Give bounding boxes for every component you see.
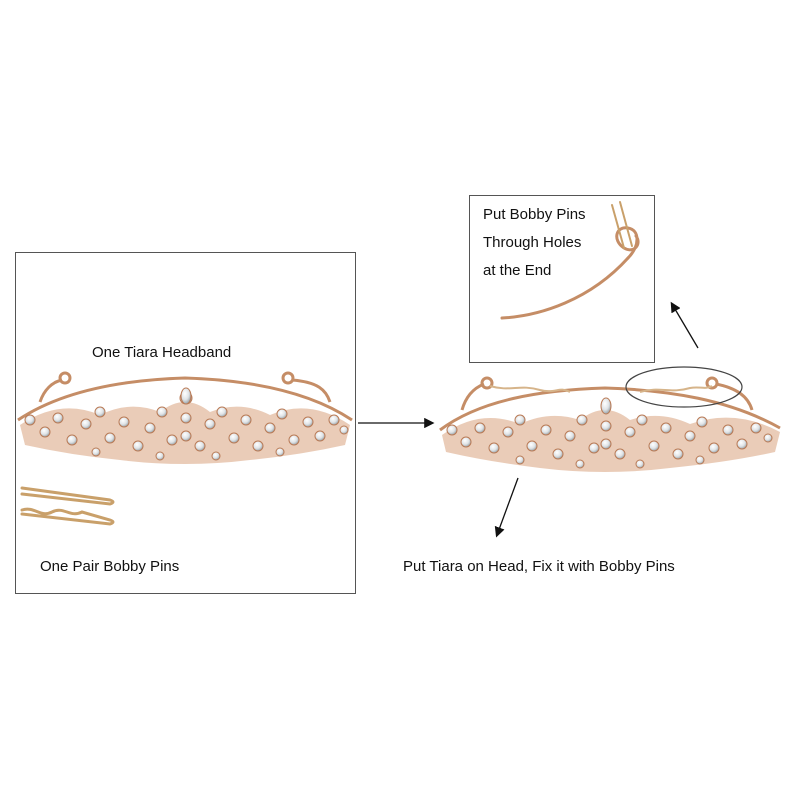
inset-detail-image <box>500 201 640 320</box>
inset-line-1: Put Bobby Pins <box>483 206 586 223</box>
inset-line-2: Through Holes <box>483 234 582 251</box>
down-arrow <box>494 477 519 538</box>
bobby-pins-image <box>20 486 115 526</box>
up-left-arrow <box>670 301 699 349</box>
bobby-pins-label: One Pair Bobby Pins <box>40 558 180 575</box>
inset-detail-panel <box>469 195 655 363</box>
crystal-cluster <box>446 414 773 469</box>
inset-line-3: at the End <box>483 262 552 279</box>
instruction-label: Put Tiara on Head, Fix it with Bobby Pin… <box>403 558 675 575</box>
tiara-worn-image <box>439 376 781 472</box>
tiara-headband-label: One Tiara Headband <box>92 344 232 361</box>
pin-callout-ellipse <box>625 366 743 408</box>
tiara-headband-image <box>17 371 353 464</box>
